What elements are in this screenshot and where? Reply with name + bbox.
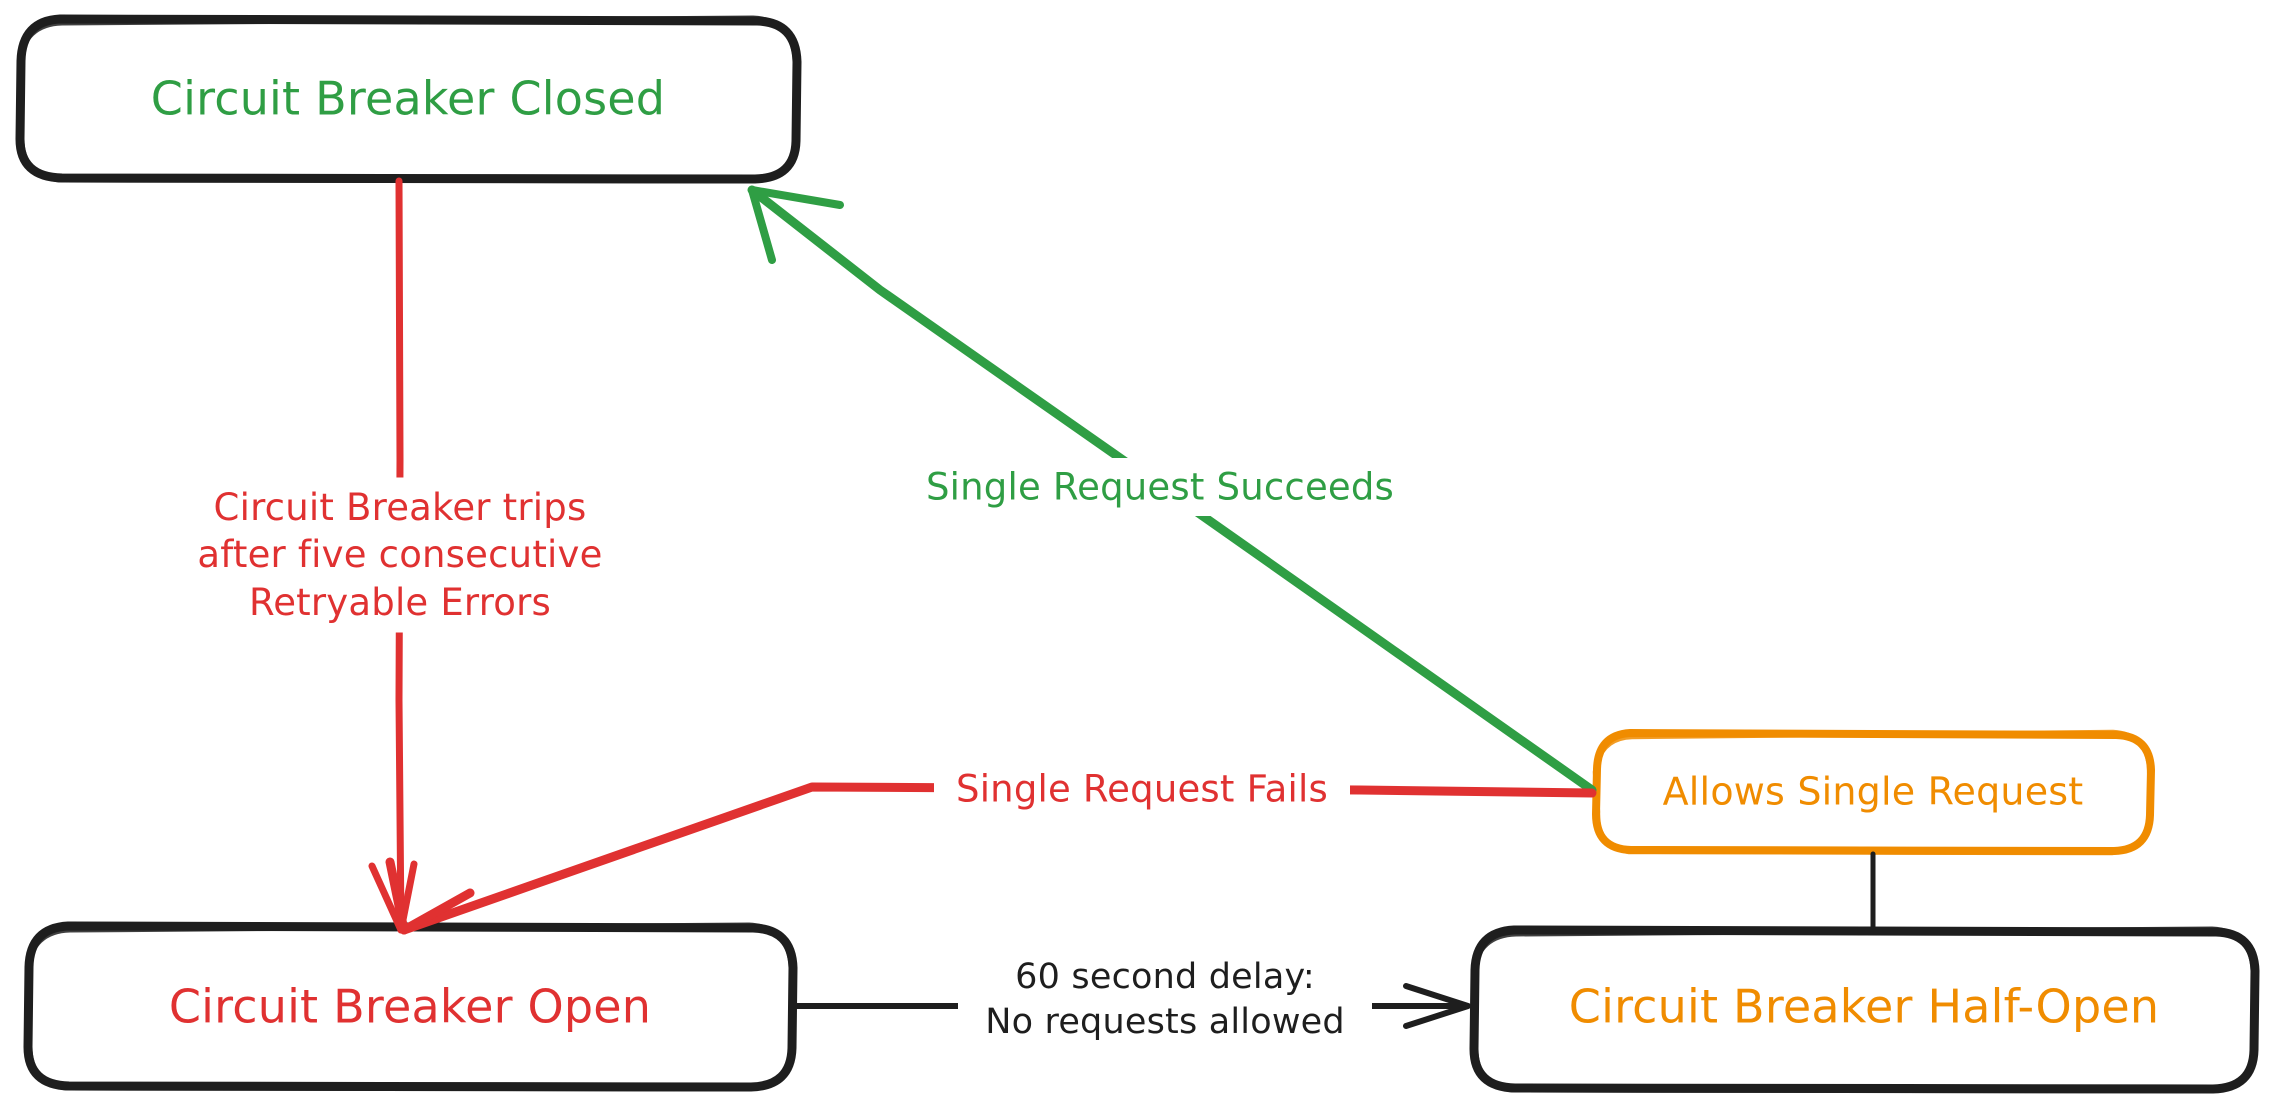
node-half-open-outline-sketch — [1470, 926, 2258, 1094]
edge-allows-to-closed — [747, 185, 1597, 795]
edge-allows-to-open — [385, 782, 1597, 935]
edge-allows-to-open-arrowhead — [385, 857, 475, 935]
node-circuit-breaker-closed[interactable] — [15, 14, 802, 184]
edge-allows-to-open-line — [399, 782, 1597, 935]
node-half-open-outline — [1469, 925, 2260, 1094]
edge-closed-to-open — [368, 177, 418, 934]
node-allows-single-request[interactable] — [1592, 729, 2155, 856]
node-closed-outline — [15, 14, 802, 184]
node-allows-outline-sketch — [1592, 729, 2154, 856]
node-circuit-breaker-half-open[interactable] — [1469, 925, 2260, 1094]
edge-open-to-half-open-arrowhead — [1403, 983, 1471, 1029]
node-open-outline — [23, 921, 798, 1092]
node-circuit-breaker-open[interactable] — [23, 921, 798, 1092]
node-closed-outline-sketch — [16, 15, 800, 184]
node-allows-outline — [1592, 729, 2155, 855]
edge-allows-to-closed-arrowhead — [748, 186, 844, 264]
edge-closed-to-open-line — [395, 177, 405, 934]
node-open-outline-sketch — [24, 922, 796, 1092]
edge-open-to-half-open — [792, 983, 1471, 1029]
edge-allows-to-closed-line — [747, 185, 1597, 795]
